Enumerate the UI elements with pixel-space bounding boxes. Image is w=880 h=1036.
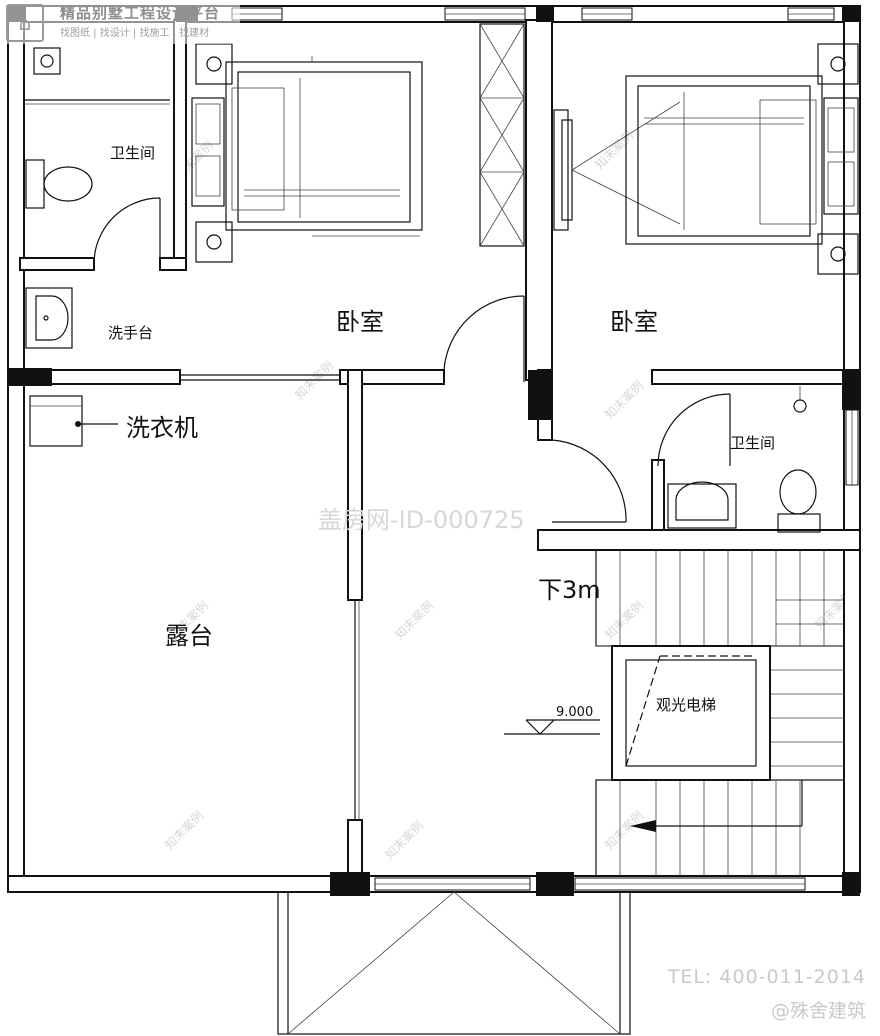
footer-tel: TEL: 400-011-2014 — [667, 966, 866, 988]
faint-stamp-11: 知末案例 — [602, 808, 647, 853]
site-subtitle: 找图纸 | 找设计 | 找施工 | 找建材 — [60, 28, 210, 39]
room-labels: 卫生间 洗手台 卧室 卧室 卫生间 露台 观光电梯 洗衣机 下3m 9.000 … — [108, 144, 775, 720]
faint-stamp-6: 知末案例 — [392, 598, 437, 643]
footer-brand: @殊舍建筑 — [770, 1000, 866, 1022]
right-bathroom-fixtures — [657, 386, 821, 533]
house-logo-icon: ⌂ — [6, 4, 44, 42]
wardrobe — [479, 23, 525, 247]
left-bedroom-door — [443, 295, 525, 382]
left-bedroom-bed — [191, 43, 423, 263]
label-bathroom-left: 卫生间 — [110, 144, 155, 162]
label-bedroom-right: 卧室 — [610, 308, 658, 336]
elevator — [611, 645, 771, 781]
faint-stamp-10: 知末案例 — [382, 818, 427, 863]
balcony-projection — [277, 891, 631, 1035]
washing-machine-fixture — [29, 395, 118, 447]
faint-stamp-7: 知末案例 — [602, 598, 647, 643]
label-elevation: 9.000 — [556, 705, 593, 720]
left-bathroom-fixtures — [24, 47, 170, 265]
label-bedroom-left: 卧室 — [336, 308, 384, 336]
corner-brand: ⌂ 精品别墅工程设计平台 找图纸 | 找设计 | 找施工 | 找建材 — [0, 0, 240, 44]
site-title: 精品别墅工程设计平台 — [60, 4, 221, 22]
washbasin-fixture — [25, 287, 73, 349]
label-washbasin: 洗手台 — [108, 324, 153, 342]
hall-door — [551, 439, 627, 523]
right-bedroom-bed — [553, 43, 859, 275]
label-washing-machine: 洗衣机 — [126, 414, 198, 442]
center-watermark: 盖房网-ID-000725 — [318, 506, 525, 534]
faint-stamp-9: 知末案例 — [162, 808, 207, 853]
label-terrace: 露台 — [165, 622, 213, 650]
label-elevator: 观光电梯 — [656, 696, 716, 714]
label-stair-note: 下3m — [538, 576, 601, 604]
label-bathroom-right: 卫生间 — [730, 434, 775, 452]
faint-stamp-4: 知末案例 — [602, 378, 647, 423]
elevation-marker — [504, 719, 600, 735]
